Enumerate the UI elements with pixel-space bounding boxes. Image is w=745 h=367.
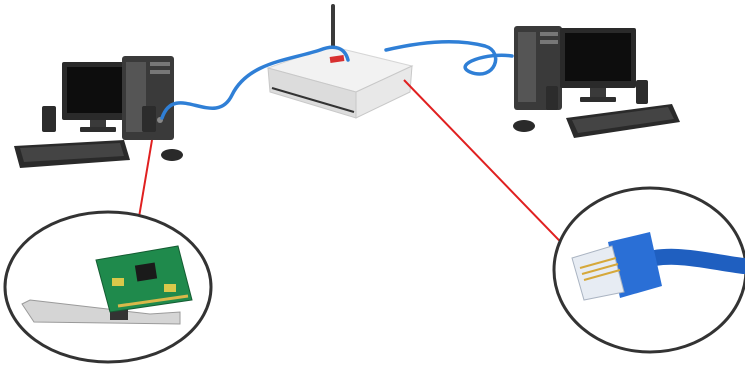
speaker-icon: [636, 80, 648, 104]
monitor-icon: [62, 62, 132, 132]
keyboard-icon: [14, 140, 130, 168]
speaker-icon: [42, 106, 56, 132]
speaker-icon: [142, 106, 156, 132]
computer-left: [14, 56, 183, 168]
monitor-icon: [560, 28, 636, 102]
network-card-callout: [5, 212, 211, 362]
rj45-callout: [554, 188, 745, 352]
mouse-icon: [513, 120, 535, 132]
keyboard-icon: [566, 104, 680, 138]
computer-right: [513, 26, 680, 138]
mouse-icon: [161, 149, 183, 161]
speaker-icon: [546, 86, 558, 110]
router: [268, 6, 412, 118]
